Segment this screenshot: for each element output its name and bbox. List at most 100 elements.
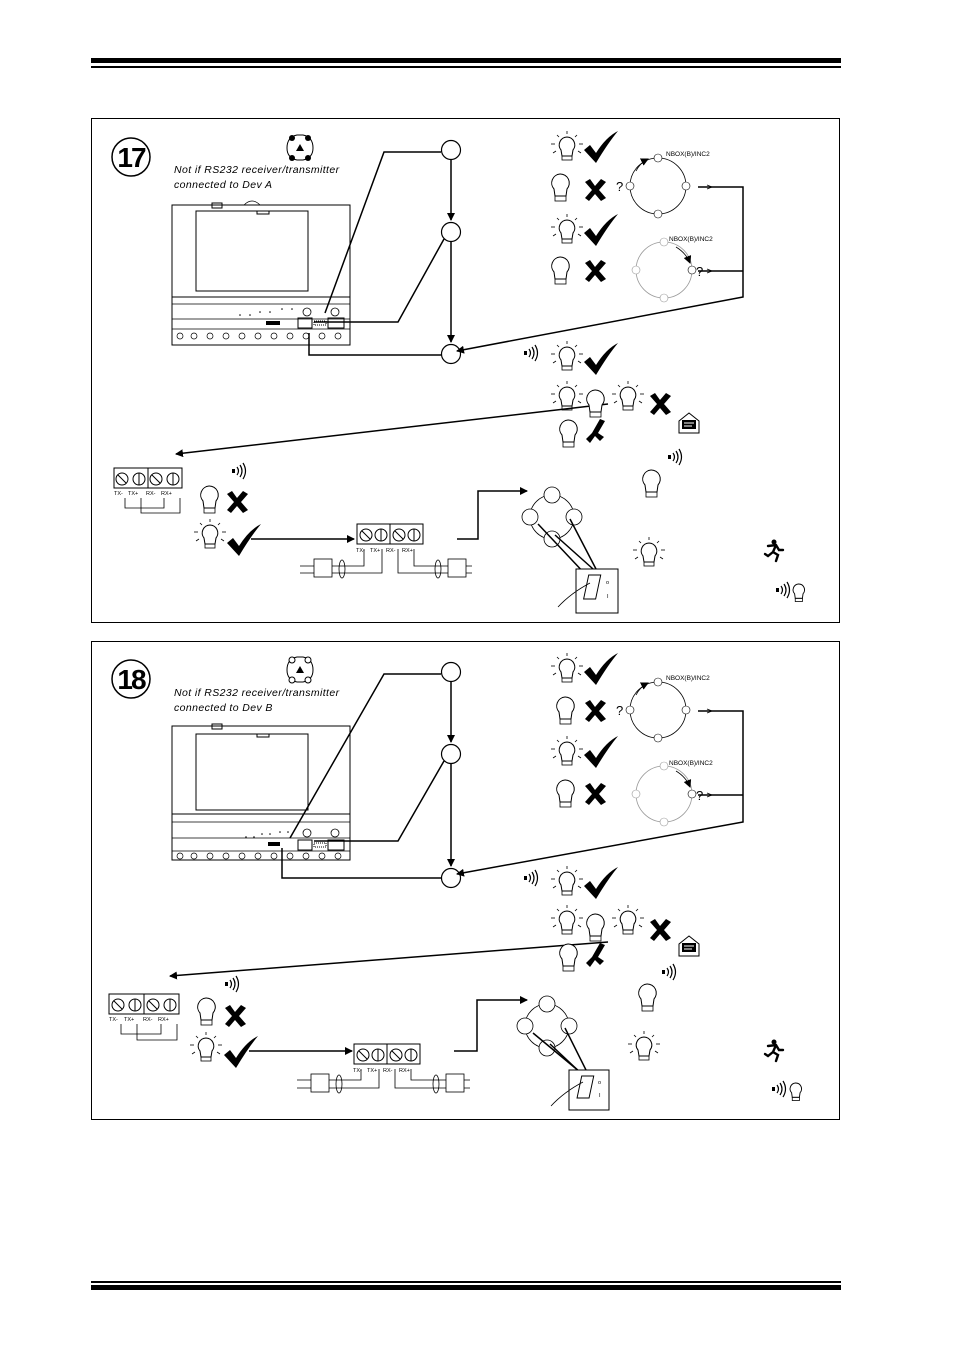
check-mark-icon: [584, 736, 618, 768]
check-mark-icon: [224, 1036, 258, 1068]
terminal-label-tx-plus: TX+: [367, 1068, 377, 1074]
nbox-label: NBOX(B)/INC2: [666, 151, 710, 158]
flow-node-1: [440, 139, 462, 161]
nbox-label: NBOX(B)/INC2: [669, 760, 713, 767]
check-mark-icon: [584, 214, 618, 246]
sound-wave-icon: [524, 869, 539, 887]
light-bulb-icon: [559, 419, 578, 448]
top-rule-thin: [91, 66, 841, 68]
sound-wave-icon: [772, 1080, 787, 1098]
light-bulb-icon: [551, 173, 570, 202]
cross-mark-icon: [586, 419, 605, 443]
light-bulb-icon: [586, 389, 605, 418]
bottom-rule-thick: [91, 1285, 841, 1290]
arrow-to-terminal-block: [169, 941, 609, 980]
step-number: 17: [117, 142, 146, 173]
cable-right: [397, 549, 472, 579]
check-mark-icon: [227, 524, 261, 556]
terminal-block: TX- TX+ RX- RX+: [108, 993, 180, 1041]
sound-wave-icon: [776, 581, 791, 599]
sound-wave-icon: [232, 462, 247, 480]
terminal-label-tx-minus: TX-: [114, 491, 123, 497]
light-bulb-icon: [556, 696, 575, 725]
step-number-badge: 18: [111, 659, 151, 699]
terminal-label-rx-plus: RX+: [399, 1068, 410, 1074]
light-bulb-icon: [559, 943, 578, 972]
link-node2-to-device: [314, 238, 445, 323]
step-17-panel: 17 Not if RS232 receiver/transmitter con…: [91, 118, 840, 623]
light-bulb-icon: [200, 485, 219, 514]
link-node1-to-device: [324, 151, 441, 314]
control-panel-device: [171, 200, 351, 346]
nbox-loop-2: NBOX(B)/INC2 ?: [631, 760, 713, 827]
light-bulb-icon: [638, 983, 657, 1012]
note-line-1: Not if RS232 receiver/transmitter: [174, 687, 340, 699]
flow-node-1: [440, 661, 462, 683]
link-node3-to-device: [281, 848, 441, 879]
nbox-loop-1: NBOX(B)/INC2 ?: [616, 151, 710, 219]
lit-bulb-icon: [194, 519, 226, 549]
lit-bulb-icon: [551, 653, 583, 683]
note-line-2: connected to Dev A: [174, 179, 273, 191]
question-mark: ?: [616, 179, 623, 194]
terminal-label-rx-minus: RX-: [143, 1017, 153, 1023]
cross-mark-icon: [650, 393, 671, 415]
nbox-loop-2: NBOX(B)/INC2 ?: [631, 236, 713, 303]
lit-bulb-icon: [551, 905, 583, 935]
svg-text:I: I: [607, 594, 609, 600]
note-line-1: Not if RS232 receiver/transmitter: [174, 164, 340, 176]
lit-bulb-icon: [628, 1031, 660, 1061]
terminal-label-rx-plus: RX+: [402, 548, 413, 554]
light-bulb-icon: [789, 1082, 802, 1101]
check-mark-icon: [584, 343, 618, 375]
lit-bulb-icon: [551, 341, 583, 371]
step-18-diagram: 18 Not if RS232 receiver/transmitter con…: [108, 653, 802, 1111]
check-mark-icon: [584, 131, 618, 163]
terminal-block: TX- TX+ RX- RX+: [113, 467, 183, 514]
cross-mark-icon: [585, 700, 606, 722]
key-switch: o I: [557, 568, 619, 614]
sound-wave-icon: [668, 448, 683, 466]
sound-wave-icon: [524, 344, 539, 362]
lit-bulb-icon: [612, 381, 644, 411]
terminal-label-rx-minus: RX-: [146, 491, 156, 497]
light-bulb-icon: [551, 256, 570, 285]
terminal-label-tx-plus: TX+: [128, 491, 138, 497]
link-node3-to-device: [308, 333, 441, 356]
flow-node-2: [440, 221, 462, 243]
svg-text:o: o: [606, 580, 609, 586]
envelope-icon: [678, 935, 700, 957]
network-icon: [286, 134, 314, 161]
step-number-badge: 17: [111, 137, 151, 177]
cross-mark-icon: [586, 943, 605, 967]
cross-mark-icon: [650, 919, 671, 941]
light-bulb-icon: [197, 997, 216, 1026]
terminal-label-rx-minus: RX-: [386, 548, 396, 554]
lit-bulb-icon: [190, 1032, 222, 1062]
arrow-results-to-node3: [456, 710, 744, 877]
detector-loop: [516, 995, 587, 1077]
top-rule-thick: [91, 58, 841, 63]
light-bulb-icon: [556, 779, 575, 808]
sound-wave-icon: [662, 963, 677, 981]
sound-wave-icon: [225, 975, 240, 993]
lit-bulb-icon: [551, 131, 583, 161]
cable-left: [297, 1069, 380, 1094]
flow-node-2: [440, 743, 462, 765]
running-man-icon: [763, 539, 785, 563]
arrow-to-terminal-block: [175, 403, 609, 458]
flow-node-3: [440, 867, 462, 889]
terminal-label-tx-plus: TX+: [124, 1017, 134, 1023]
cable-right: [394, 1069, 470, 1094]
nbox-label: NBOX(B)/INC2: [669, 236, 713, 243]
cross-mark-icon: [585, 783, 606, 805]
svg-text:I: I: [599, 1093, 601, 1099]
cross-mark-icon: [585, 179, 606, 201]
step-17-diagram: 17 Not if RS232 receiver/transmitter con…: [111, 131, 805, 614]
detector-loop: [521, 486, 603, 578]
terminal-label-rx-plus: RX+: [158, 1017, 169, 1023]
arrow-results-to-node3: [456, 186, 744, 354]
lit-bulb-icon: [612, 905, 644, 935]
control-panel-device: [171, 723, 351, 861]
terminal-label-tx-plus: TX+: [370, 548, 380, 554]
